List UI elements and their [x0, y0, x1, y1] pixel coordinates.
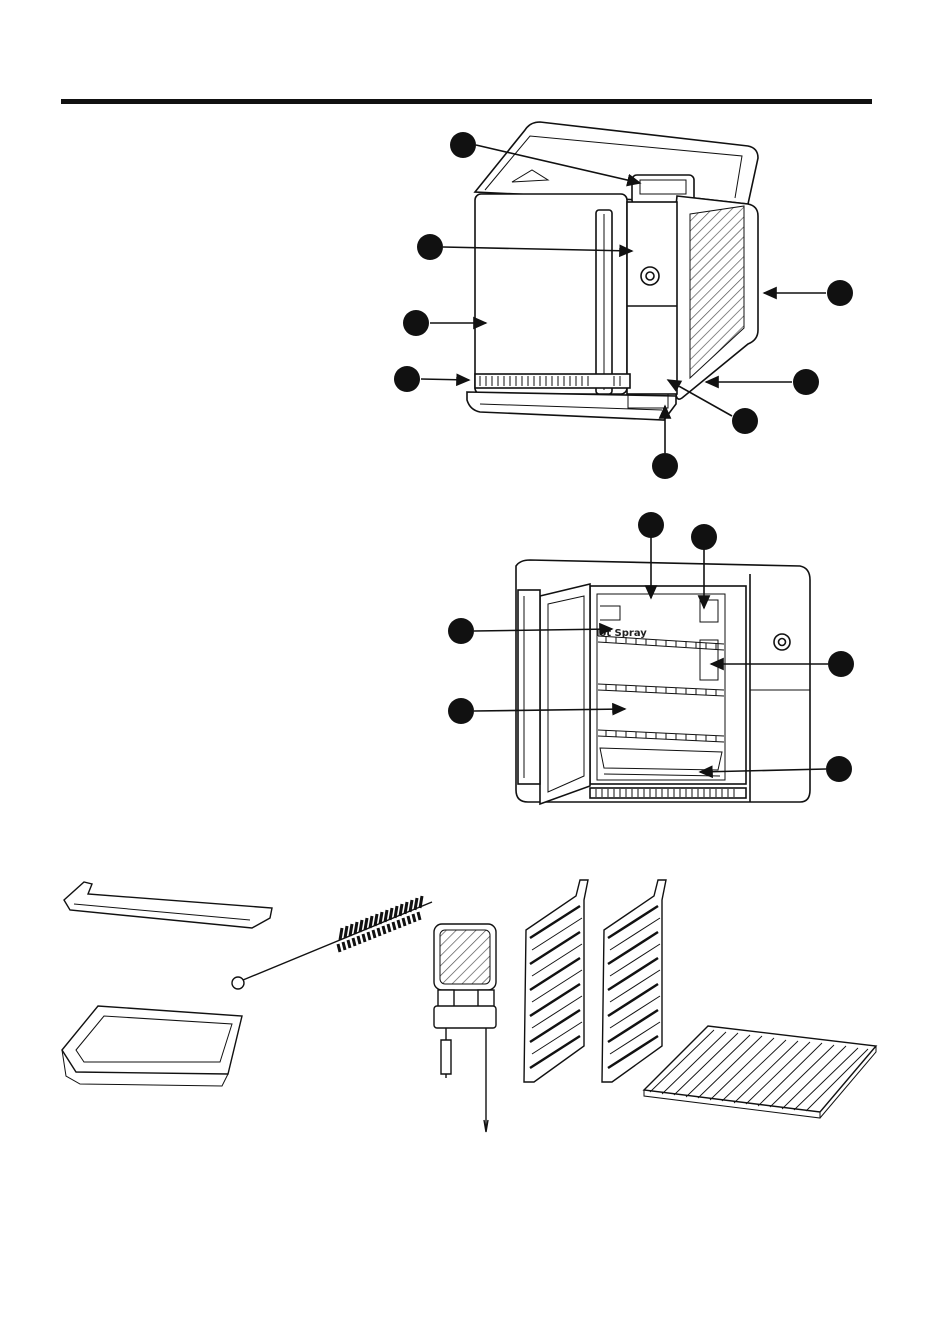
callout-marker-11: [448, 618, 474, 644]
crumb-tray-icon: [64, 882, 272, 928]
oven-interior-figure: [516, 560, 810, 804]
callout-marker-14: [826, 756, 852, 782]
callout-marker-8: [652, 453, 678, 479]
accessories-figure: [62, 880, 876, 1132]
wire-rack-icon: [644, 1026, 876, 1118]
callout-marker-3: [403, 310, 429, 336]
callout-marker-10: [691, 524, 717, 550]
callout-marker-4: [394, 366, 420, 392]
food-probe-icon: [434, 924, 496, 1132]
callout-marker-2: [417, 234, 443, 260]
oven-exterior-figure: [467, 122, 758, 420]
callout-marker-6: [793, 369, 819, 395]
callout-marker-7: [732, 408, 758, 434]
baking-pan-icon: [62, 1006, 242, 1086]
callout-marker-5: [827, 280, 853, 306]
callout-marker-9: [638, 512, 664, 538]
callout-marker-13: [828, 651, 854, 677]
rack-guide-left-icon: [524, 880, 588, 1082]
callout-marker-1: [450, 132, 476, 158]
callout-marker-12: [448, 698, 474, 724]
rack-guide-right-icon: [602, 880, 666, 1082]
